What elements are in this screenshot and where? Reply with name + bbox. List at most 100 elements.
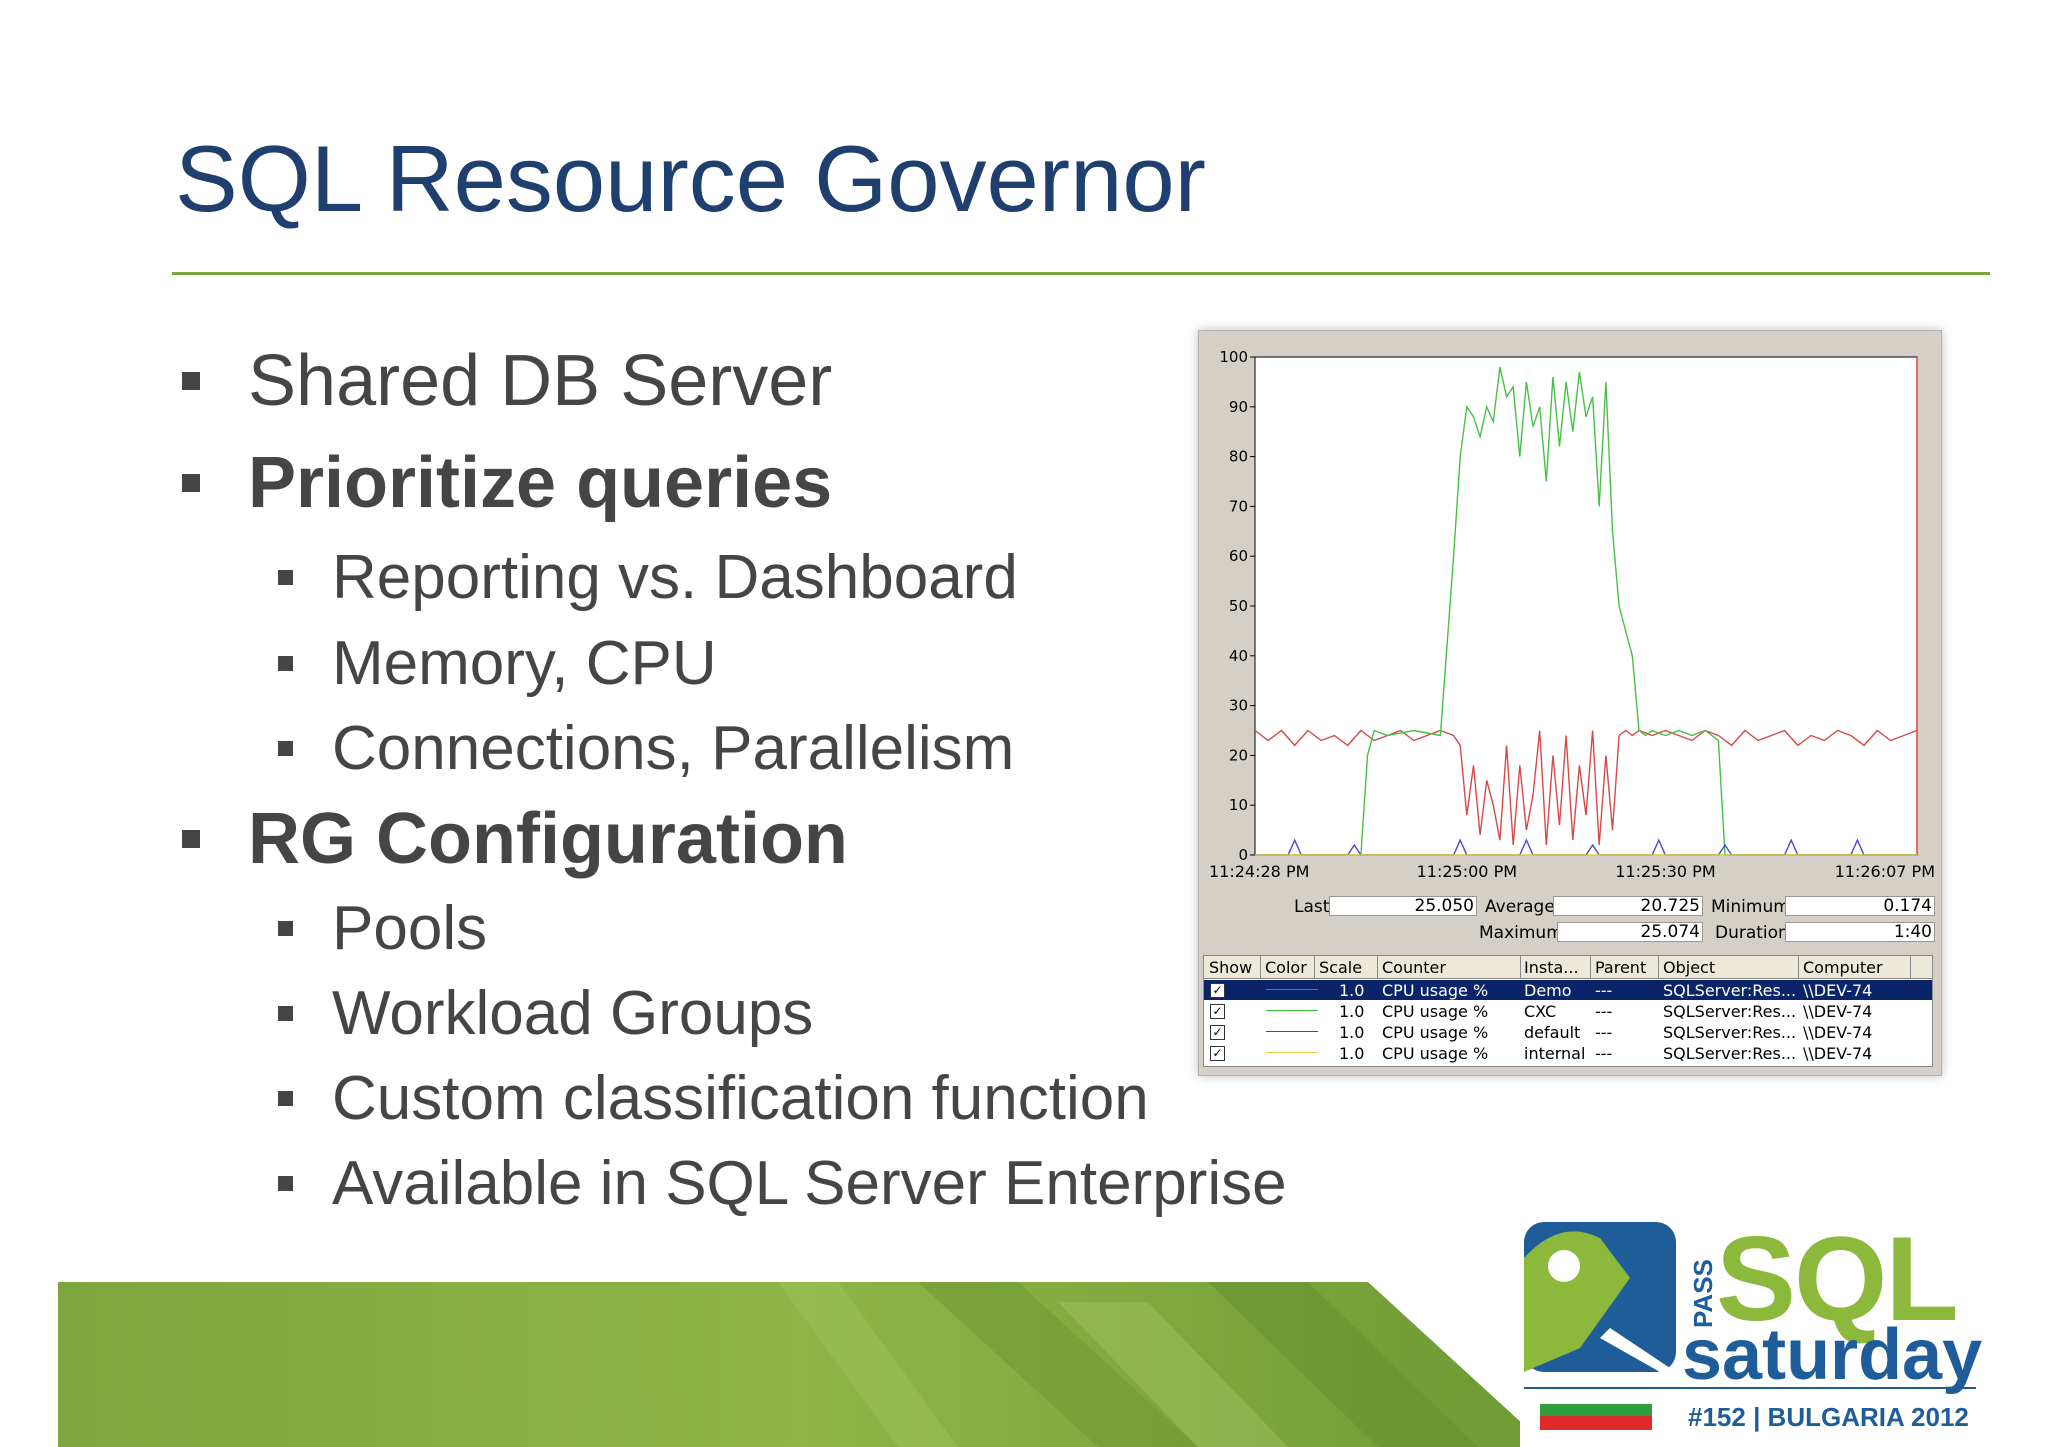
bullet-item: Custom classification function — [278, 1063, 1149, 1134]
col-object[interactable]: Object — [1663, 958, 1716, 977]
col-scale[interactable]: Scale — [1319, 958, 1363, 977]
cell-instance: CXC — [1524, 1002, 1557, 1021]
bullet-item: Memory, CPU — [278, 628, 717, 699]
cell-parent: --- — [1595, 1044, 1613, 1063]
cell-object: SQLServer:Res... — [1663, 981, 1797, 1000]
cell-computer: \\DEV-74 — [1803, 1044, 1873, 1063]
footer-band — [58, 1282, 1548, 1447]
bullet-text: Available in SQL Server Enterprise — [332, 1149, 1287, 1218]
cell-counter: CPU usage % — [1382, 1044, 1489, 1063]
counter-row[interactable]: ✓ 1.0 CPU usage % internal --- SQLServer:Res.… — [1204, 1043, 1932, 1063]
y-tick-label: 0 — [1238, 846, 1248, 864]
cell-computer: \\DEV-74 — [1803, 1023, 1873, 1042]
slide-title: SQL Resource Governor — [175, 126, 1206, 231]
bullet-text: Custom classification function — [332, 1064, 1149, 1133]
cell-instance: default — [1524, 1023, 1581, 1042]
series-line-demo — [1254, 729, 1918, 846]
show-checkbox[interactable]: ✓ — [1210, 1046, 1225, 1061]
series-line-cxc — [1255, 366, 1917, 856]
series-color-swatch — [1266, 989, 1318, 990]
bullet-item: Workload Groups — [278, 978, 814, 1049]
sqlsaturday-logo: PASS SQL saturday #152 | BULGARIA 2012 — [1520, 1212, 1982, 1447]
show-checkbox[interactable]: ✓ — [1210, 1025, 1225, 1040]
bullet-marker — [278, 1176, 293, 1191]
counter-list[interactable]: Show Color Scale Counter Insta... Parent… — [1203, 955, 1933, 1067]
bullet-item: Pools — [278, 893, 488, 964]
cell-scale: 1.0 — [1339, 1002, 1365, 1021]
bullet-item: Connections, Parallelism — [278, 713, 1015, 784]
bullet-text: Memory, CPU — [332, 629, 717, 698]
bullet-item: RG Configuration — [182, 798, 848, 880]
title-divider — [172, 272, 1990, 275]
col-instance[interactable]: Insta... — [1524, 958, 1579, 977]
cell-scale: 1.0 — [1339, 1044, 1365, 1063]
y-tick-label: 100 — [1219, 348, 1248, 366]
cell-object: SQLServer:Res... — [1663, 1002, 1797, 1021]
series-color-swatch — [1266, 1010, 1318, 1011]
x-tick-label: 11:25:00 PM — [1417, 862, 1517, 881]
bullet-text: RG Configuration — [248, 799, 848, 879]
y-tick-label: 20 — [1229, 746, 1248, 764]
y-tick-label: 10 — [1229, 796, 1248, 814]
col-parent[interactable]: Parent — [1595, 958, 1647, 977]
col-counter[interactable]: Counter — [1382, 958, 1446, 977]
cell-scale: 1.0 — [1339, 981, 1365, 1000]
minimum-label: Minimum — [1711, 897, 1790, 917]
bullet-item: Prioritize queries — [182, 442, 832, 524]
duration-label: Duration — [1715, 923, 1789, 943]
cell-object: SQLServer:Res... — [1663, 1044, 1797, 1063]
bullet-marker — [182, 474, 200, 492]
bullet-text: Pools — [332, 894, 488, 963]
cell-object: SQLServer:Res... — [1663, 1023, 1797, 1042]
y-tick-label: 70 — [1229, 497, 1248, 515]
cell-counter: CPU usage % — [1382, 981, 1489, 1000]
last-value: 25.050 — [1329, 896, 1477, 916]
bullet-marker — [278, 570, 293, 585]
bullet-item: Available in SQL Server Enterprise — [278, 1148, 1287, 1219]
x-tick-label: 11:26:07 PM — [1835, 862, 1935, 881]
y-tick-label: 60 — [1229, 547, 1248, 565]
y-tick-label: 80 — [1229, 448, 1248, 466]
show-checkbox[interactable]: ✓ — [1210, 983, 1225, 998]
y-tick-label: 40 — [1229, 647, 1248, 665]
cell-instance: internal — [1524, 1044, 1586, 1063]
bullet-marker — [182, 372, 200, 390]
bullet-text: Reporting vs. Dashboard — [332, 543, 1018, 612]
average-label: Average — [1485, 897, 1555, 917]
bullet-marker — [278, 1091, 293, 1106]
x-tick-label: 11:25:30 PM — [1615, 862, 1715, 881]
plot-area — [1254, 356, 1918, 856]
col-show[interactable]: Show — [1209, 958, 1253, 977]
series-color-swatch — [1266, 1052, 1318, 1053]
cell-computer: \\DEV-74 — [1803, 981, 1873, 1000]
series-line-default — [1255, 838, 1917, 856]
col-computer[interactable]: Computer — [1803, 958, 1883, 977]
cell-parent: --- — [1595, 1002, 1613, 1021]
cell-computer: \\DEV-74 — [1803, 1002, 1873, 1021]
maximum-label: Maximum — [1479, 923, 1563, 943]
last-label: Last — [1294, 897, 1330, 917]
bullet-text: Shared DB Server — [248, 341, 833, 421]
counter-list-header: Show Color Scale Counter Insta... Parent… — [1204, 956, 1932, 979]
cell-parent: --- — [1595, 1023, 1613, 1042]
bullet-marker — [278, 656, 293, 671]
bullet-item: Reporting vs. Dashboard — [278, 542, 1018, 613]
duration-value: 1:40 — [1785, 922, 1935, 942]
average-value: 20.725 — [1553, 896, 1703, 916]
col-color[interactable]: Color — [1265, 958, 1307, 977]
show-checkbox[interactable]: ✓ — [1210, 1004, 1225, 1019]
bullet-item: Shared DB Server — [182, 340, 833, 422]
bullet-text: Workload Groups — [332, 979, 814, 1048]
y-tick-label: 90 — [1229, 398, 1248, 416]
bullet-marker — [278, 921, 293, 936]
series-color-swatch — [1266, 1031, 1318, 1032]
bullet-text: Connections, Parallelism — [332, 714, 1015, 783]
x-tick-label: 11:24:28 PM — [1209, 862, 1309, 881]
cell-counter: CPU usage % — [1382, 1023, 1489, 1042]
